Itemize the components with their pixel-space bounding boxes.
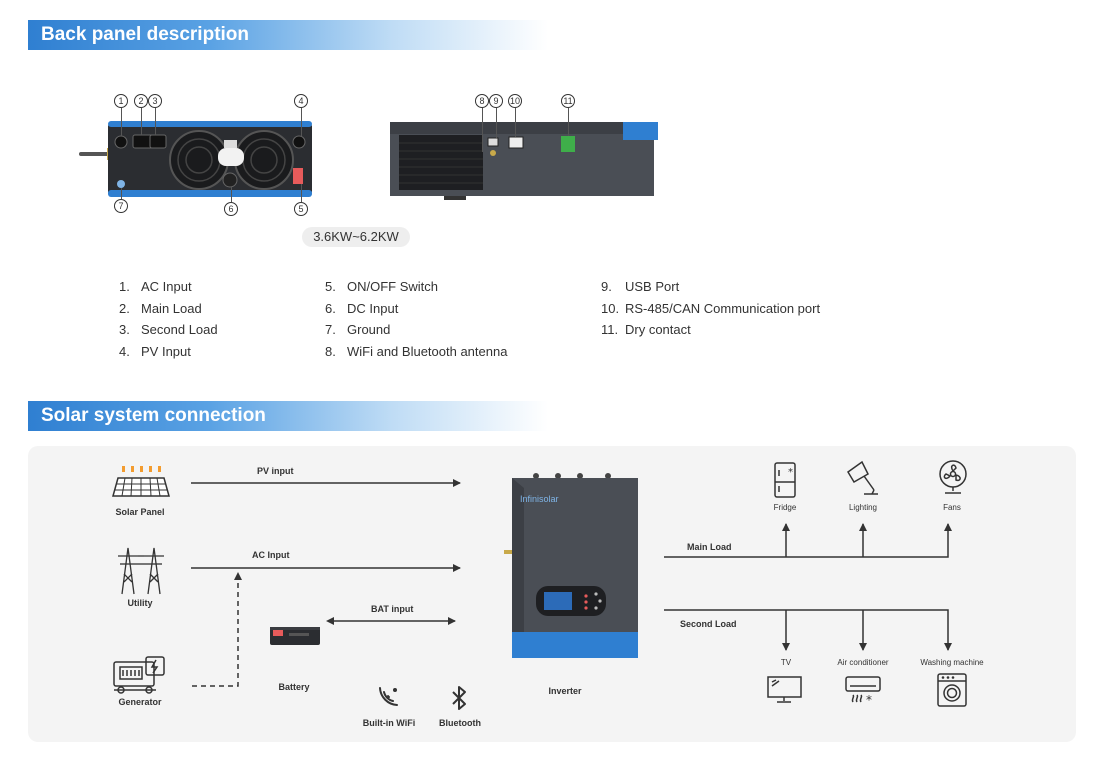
- load-label-washing-machine: Washing machine: [920, 658, 984, 667]
- list-item: 4.PV Input: [119, 344, 191, 360]
- inverter-label: Inverter: [548, 686, 582, 696]
- section-header-solar-connection: Solar system connection: [28, 401, 548, 431]
- solar-panel-label: Solar Panel: [115, 507, 165, 517]
- side-view-illustration: [390, 122, 658, 200]
- callout-7: 7: [114, 199, 128, 213]
- list-item: 7.Ground: [325, 322, 391, 338]
- washing-machine-icon: [937, 673, 967, 707]
- bat-input-label: BAT input: [371, 604, 414, 614]
- leader-6: [231, 187, 232, 202]
- list-item: 5.ON/OFF Switch: [325, 279, 439, 294]
- list-item: 11.Dry contact: [601, 322, 691, 338]
- list-item: 3.Second Load: [119, 322, 218, 338]
- load-label-fridge: Fridge: [773, 503, 797, 512]
- main-load-label: Main Load: [687, 542, 732, 552]
- lamp-icon: [847, 460, 878, 495]
- load-label-lighting: Lighting: [848, 503, 878, 512]
- bluetooth-icon: [452, 686, 466, 710]
- ac-input-label: AC Input: [252, 550, 290, 560]
- utility-label: Utility: [127, 598, 153, 608]
- list-item: 2.Main Load: [119, 300, 202, 316]
- fridge-icon: *: [774, 462, 796, 498]
- air-conditioner-icon: *: [845, 676, 881, 705]
- load-label-air-conditioner: Air conditioner: [837, 658, 889, 667]
- second-load-line: [664, 609, 952, 651]
- battery-icon: [270, 627, 320, 645]
- callout-1: 1: [114, 94, 128, 108]
- power-range-label: 3.6KW~6.2KW: [302, 227, 410, 247]
- section-header-back-panel: Back panel description: [28, 20, 548, 50]
- port-list-col3: 9.USB Port 10.RS-485/CAN Communication p…: [601, 276, 820, 341]
- callout-11: 11: [561, 94, 575, 108]
- callout-9: 9: [489, 94, 503, 108]
- callout-5: 5: [294, 202, 308, 216]
- leader-3: [155, 108, 156, 135]
- load-label-fans: Fans: [943, 503, 961, 512]
- inverter-brand: Infinisolar: [520, 494, 559, 504]
- load-label-tv: TV: [780, 658, 792, 667]
- leader-8: [482, 108, 483, 152]
- callout-2: 2: [134, 94, 148, 108]
- callout-10: 10: [508, 94, 522, 108]
- callout-3: 3: [148, 94, 162, 108]
- second-load-label: Second Load: [680, 619, 737, 629]
- leader-4: [301, 108, 302, 136]
- main-load-line: [664, 523, 952, 558]
- leader-10: [515, 108, 516, 137]
- bluetooth-label: Bluetooth: [439, 718, 481, 728]
- wifi-icon: [379, 687, 398, 706]
- callout-8: 8: [475, 94, 489, 108]
- leader-7: [121, 188, 122, 199]
- callout-6: 6: [224, 202, 238, 216]
- wifi-label: Built-in WiFi: [362, 718, 416, 728]
- port-list-col1: 1.AC Input 2.Main Load 3.Second Load 4.P…: [119, 276, 218, 363]
- tv-icon: [767, 676, 802, 703]
- leader-2: [141, 108, 142, 135]
- svg-text:*: *: [788, 467, 793, 478]
- antenna-rod: [79, 152, 111, 156]
- list-item: 1.AC Input: [119, 279, 192, 294]
- generator-icon: [113, 656, 165, 694]
- generator-dashed-arrow: [192, 572, 242, 687]
- leader-9: [496, 108, 497, 138]
- inverter-illustration: [504, 473, 638, 658]
- list-item: 10.RS-485/CAN Communication port: [601, 300, 821, 316]
- svg-text:*: *: [866, 693, 872, 705]
- solar-panel-icon: [112, 466, 170, 497]
- list-item: 8.WiFi and Bluetooth antenna: [325, 344, 508, 360]
- port-list-col2: 5.ON/OFF Switch 6.DC Input 7.Ground 8.Wi…: [325, 276, 507, 363]
- callout-4: 4: [294, 94, 308, 108]
- list-item: 9.USB Port: [601, 279, 680, 294]
- battery-label: Battery: [278, 682, 310, 692]
- list-item: 6.DC Input: [325, 300, 399, 316]
- utility-tower-icon: [118, 547, 164, 595]
- back-panel-illustration: [79, 121, 312, 197]
- pv-input-label: PV input: [257, 466, 294, 476]
- fan-icon: [939, 460, 967, 494]
- generator-label: Generator: [118, 697, 162, 707]
- leader-1: [121, 108, 122, 136]
- leader-5: [301, 184, 302, 202]
- leader-11: [568, 108, 569, 136]
